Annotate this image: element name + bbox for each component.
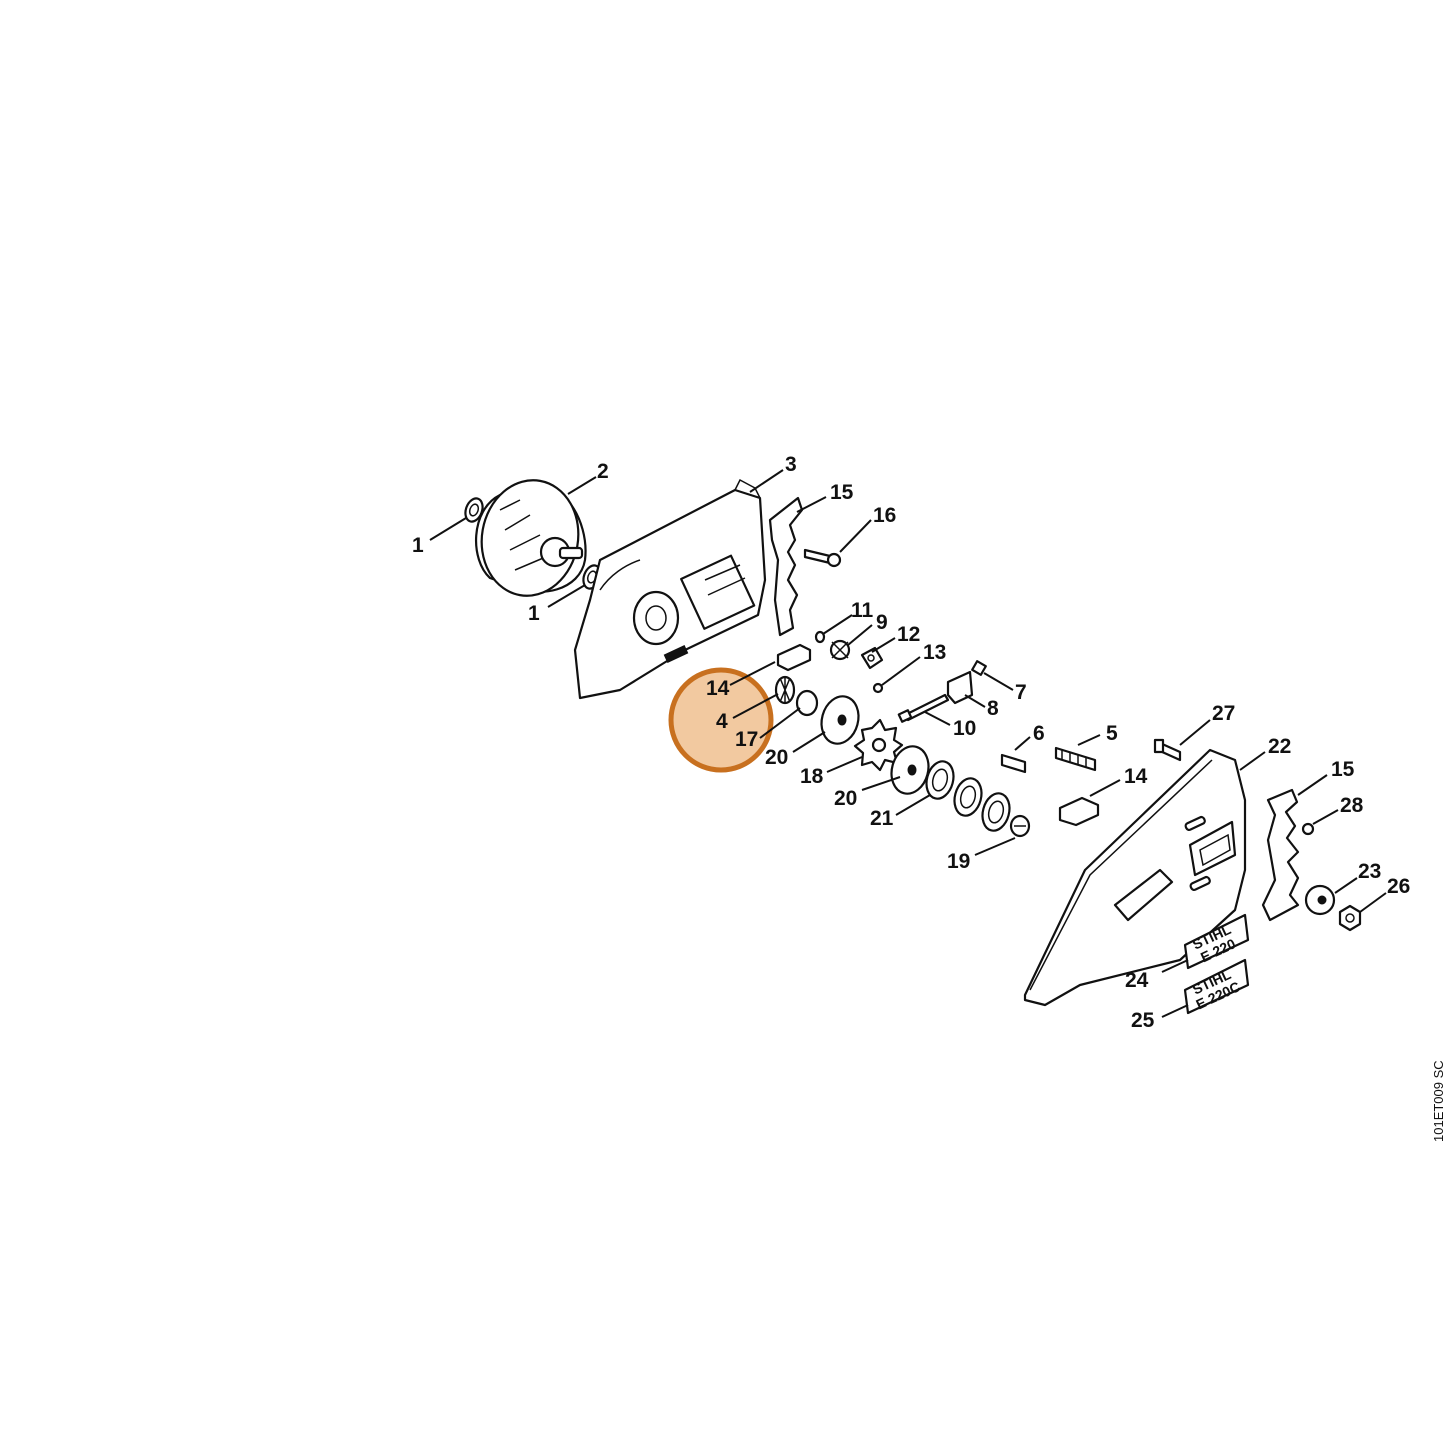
callout-22: 22 [1268,735,1291,758]
slide-block-upper [776,643,812,672]
washers-21 [925,760,1011,832]
rim-disc-20b [890,745,930,795]
sprocket-18 [853,718,904,772]
callout-12: 12 [897,623,920,646]
screw-19 [1009,814,1031,838]
rim-disc-20a [820,695,860,745]
stud-6 [1000,753,1027,774]
decal-25: STIHL E 220C [1183,958,1250,1015]
callout-1a: 1 [412,534,424,557]
stud-5 [1054,746,1097,772]
callout-28: 28 [1340,794,1364,817]
screw-13 [872,682,884,694]
callout-13: 13 [923,641,946,664]
callout-21: 21 [870,807,894,830]
chain-catcher-upper [768,496,804,637]
needle-cage-4 [774,675,796,705]
callout-26: 26 [1387,875,1410,898]
callout-3: 3 [785,453,797,476]
nut-28 [1301,822,1315,836]
plate-12 [860,646,884,670]
callout-10: 10 [953,717,976,740]
callout-15b: 15 [1331,758,1355,781]
nut-7 [971,660,987,676]
gear-9 [829,639,851,661]
washer-17 [795,689,819,717]
callout-24: 24 [1125,969,1149,992]
sprocket-cover-22 [1023,748,1247,1007]
callout-20a: 20 [765,746,788,769]
sprocket-housing [573,478,767,700]
decal-24: STIHL E 220 [1183,913,1250,970]
leader-lines [429,469,1387,1018]
callout-7: 7 [1015,681,1027,704]
callout-8: 8 [987,697,999,720]
callout-15a: 15 [830,481,854,504]
callout-25: 25 [1131,1009,1155,1032]
callout-14a: 14 [706,677,730,700]
clutch-drum [474,479,587,597]
callout-2: 2 [597,460,609,483]
callout-5: 5 [1106,722,1118,745]
highlight-circle [668,667,774,773]
callout-6: 6 [1033,722,1045,745]
callout-11: 11 [851,599,874,622]
bolt-27 [1153,738,1182,762]
callout-27: 27 [1212,702,1235,725]
nut-26 [1338,904,1362,932]
bolt-16 [803,548,842,568]
callout-19: 19 [947,850,970,873]
callout-23: 23 [1358,860,1381,883]
chain-catcher-lower [1261,788,1300,922]
callout-9: 9 [876,611,888,634]
washer-23 [1304,884,1336,916]
callout-1b: 1 [528,602,540,625]
adjuster-screw-10 [897,693,950,723]
bracket-8 [946,670,974,705]
callout-labels: 1 1 2 3 4 5 6 7 8 9 10 11 12 13 14 14 15… [412,453,1410,1032]
callout-14b: 14 [1124,765,1148,788]
callout-4: 4 [716,710,728,733]
drawing-code: 101ET009 SC [1431,1060,1445,1142]
slide-block-lower [1058,796,1100,827]
ring-11 [814,630,826,644]
callout-20b: 20 [834,787,857,810]
callout-18: 18 [800,765,824,788]
callout-17: 17 [735,728,758,751]
callout-16: 16 [873,504,896,527]
